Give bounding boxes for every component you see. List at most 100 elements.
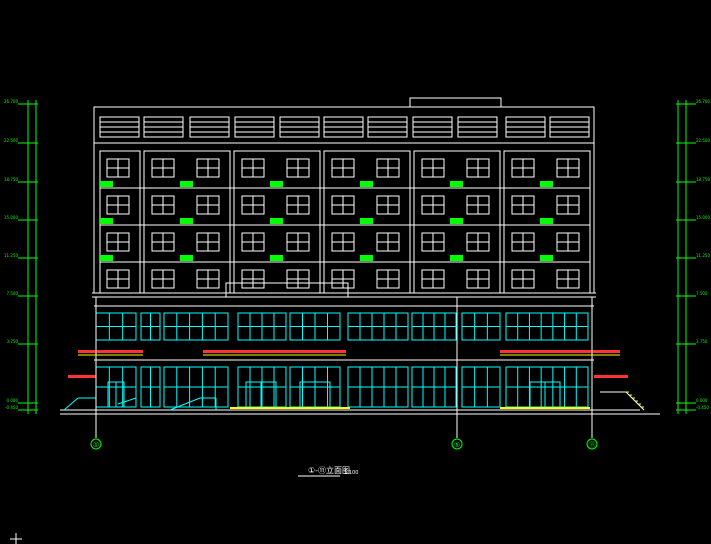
drawing-title: ①-⑪立面图	[308, 465, 350, 475]
upper-window	[241, 269, 265, 289]
green-panel	[450, 255, 463, 261]
upper-window	[511, 158, 535, 178]
upper-window	[106, 232, 130, 252]
level-mark: 18.750	[4, 177, 18, 182]
level-mark: 3.750	[7, 339, 19, 344]
canopy-band	[78, 350, 143, 353]
upper-window	[286, 195, 310, 215]
level-mark: 26.700	[696, 99, 710, 104]
entrance-step	[230, 407, 350, 409]
podium-upper-glazing	[505, 312, 589, 341]
podium-upper-glazing	[347, 312, 409, 341]
level-mark: -0.450	[5, 405, 18, 410]
upper-window	[376, 232, 400, 252]
upper-window	[151, 232, 175, 252]
upper-window	[466, 195, 490, 215]
axis-bubble	[90, 438, 102, 450]
level-mark: 3.750	[696, 339, 708, 344]
canopy-band	[500, 350, 620, 353]
ground-glazing	[140, 366, 161, 408]
ramp	[169, 397, 201, 411]
green-panel	[180, 218, 193, 224]
louver-panel	[323, 116, 364, 138]
louver-panel	[505, 116, 546, 138]
building-elevation	[60, 97, 660, 415]
upper-window	[556, 269, 580, 289]
upper-window	[286, 232, 310, 252]
ground-glazing	[163, 366, 229, 408]
upper-window	[466, 269, 490, 289]
stair-rail	[63, 397, 79, 411]
podium-upper-glazing	[140, 312, 161, 341]
upper-window	[421, 195, 445, 215]
upper-window	[556, 232, 580, 252]
upper-window	[421, 269, 445, 289]
canopy-band	[203, 350, 346, 353]
green-panel	[180, 181, 193, 187]
level-mark: 7.500	[7, 291, 19, 296]
green-panel	[270, 218, 283, 224]
upper-window	[421, 232, 445, 252]
upper-window	[196, 269, 220, 289]
green-panel	[450, 218, 463, 224]
green-panel	[360, 255, 373, 261]
left-dimension-column: 26.70022.50018.75015.00011.2507.5003.750…	[4, 99, 38, 414]
louver-panel	[279, 116, 320, 138]
level-mark: 15.000	[4, 215, 18, 220]
level-mark: -0.450	[696, 405, 709, 410]
green-panel	[540, 255, 553, 261]
green-panel	[180, 255, 193, 261]
entrance-step	[500, 407, 590, 409]
upper-window	[241, 232, 265, 252]
louver-panel	[143, 116, 184, 138]
ground-glazing	[505, 366, 589, 408]
axis-bubble	[451, 438, 463, 450]
louver-panel	[189, 116, 230, 138]
podium-upper-glazing	[289, 312, 341, 341]
axis-bubble	[586, 438, 598, 450]
upper-window	[241, 158, 265, 178]
upper-window	[511, 232, 535, 252]
side-canopy	[68, 375, 96, 378]
ramp	[117, 397, 137, 405]
upper-window	[151, 269, 175, 289]
level-mark: 18.750	[696, 177, 710, 182]
upper-window	[106, 195, 130, 215]
upper-window	[331, 232, 355, 252]
side-canopy	[594, 375, 628, 378]
ground-glazing	[237, 366, 287, 408]
podium-upper-glazing	[95, 312, 137, 341]
level-mark: 0.000	[696, 398, 708, 403]
upper-window	[466, 232, 490, 252]
green-panel	[100, 218, 113, 224]
level-mark: 15.000	[696, 215, 710, 220]
green-panel	[270, 255, 283, 261]
green-panel	[100, 255, 113, 261]
green-panel	[450, 181, 463, 187]
level-mark: 22.500	[696, 138, 710, 143]
louver-panel	[457, 116, 498, 138]
upper-window	[286, 269, 310, 289]
roof-structure	[409, 97, 502, 108]
green-panel	[100, 181, 113, 187]
upper-window	[511, 195, 535, 215]
upper-window	[376, 158, 400, 178]
upper-window	[151, 195, 175, 215]
upper-window	[421, 158, 445, 178]
louver-panel	[412, 116, 453, 138]
green-panel	[540, 181, 553, 187]
tower-outline	[93, 106, 595, 294]
upper-window	[511, 269, 535, 289]
podium-upper-glazing	[163, 312, 229, 341]
upper-window	[376, 269, 400, 289]
right-dimension-column: 26.70022.50018.75015.00011.2507.5003.750…	[676, 99, 710, 414]
level-mark: 7.500	[696, 291, 708, 296]
green-panel	[360, 181, 373, 187]
ramp-rail	[117, 397, 217, 411]
podium-upper-glazing	[237, 312, 287, 341]
level-mark: 0.000	[7, 398, 19, 403]
upper-window	[196, 232, 220, 252]
axis-marker-label: ⑤	[454, 441, 460, 449]
